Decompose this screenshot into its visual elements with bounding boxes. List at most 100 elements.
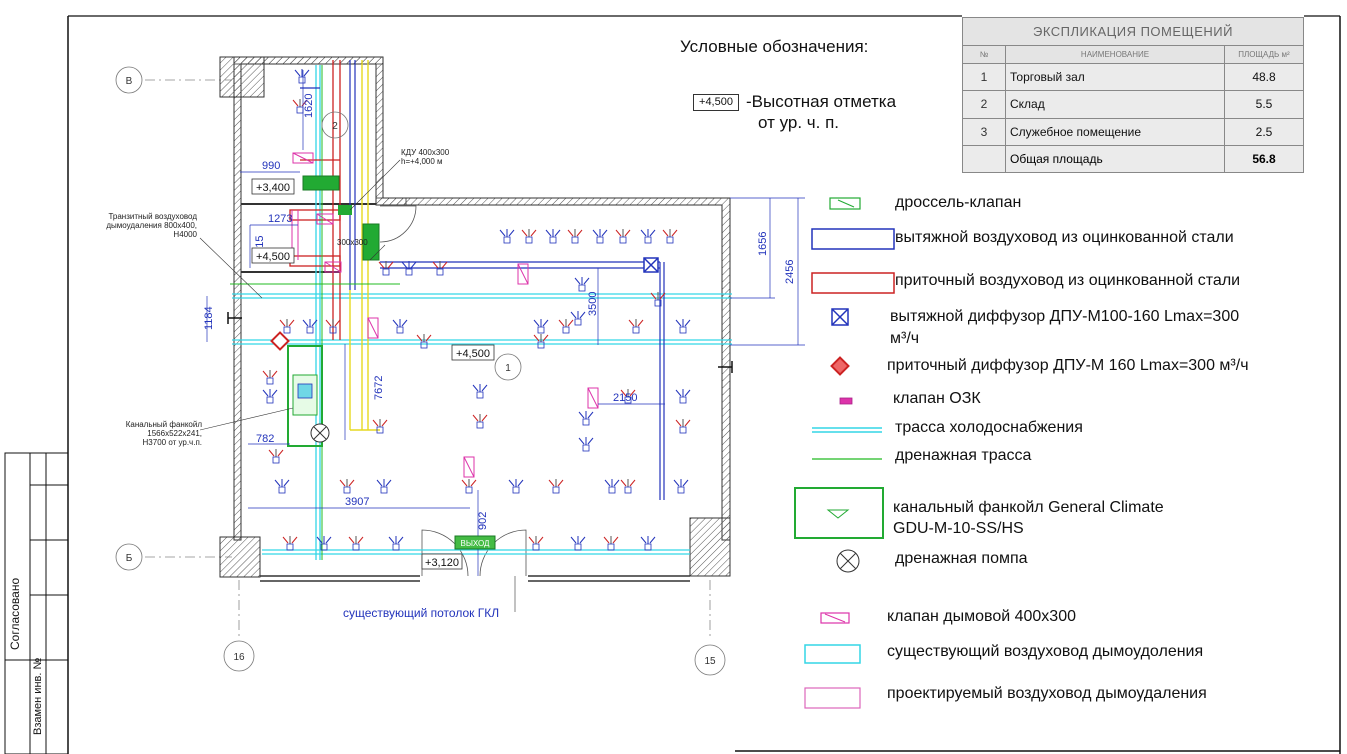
supply-diffuser-room: [270, 331, 290, 351]
table-row: 2 Склад 5.5: [962, 90, 1304, 119]
duct-size-note: 300х300: [337, 238, 368, 247]
designed-smoke-duct-symbol: [804, 687, 861, 709]
supply-diffuser-symbol: [830, 356, 850, 376]
stamp-label-approved: Согласовано: [8, 578, 22, 650]
fancoil-unit: [287, 345, 330, 447]
svg-text:+3,120: +3,120: [425, 557, 459, 569]
svg-text:1656: 1656: [757, 232, 769, 256]
svg-text:902: 902: [477, 512, 489, 530]
fancoil-note-2: 1566х522х241,: [147, 429, 202, 438]
table-row: 3 Служебное помещение 2.5: [962, 117, 1304, 146]
legend-label-supply-diffuser: приточный диффузор ДПУ-М 160 Lmax=300 м³…: [887, 357, 1249, 374]
fancoil-note-1: Канальный фанкойл: [126, 420, 203, 429]
supply-ducts: [289, 60, 341, 340]
legend-label-exhaust-duct: вытяжной воздуховод из оцинкованной стал…: [895, 229, 1234, 246]
legend-label-exhaust-diffuser: вытяжной диффузор ДПУ-М100-160 Lmax=300: [890, 308, 1240, 325]
cooling-line-symbol: [812, 427, 882, 433]
svg-text:2456: 2456: [784, 260, 796, 284]
legend-label-drain-pump: дренажная помпа: [895, 550, 1028, 567]
legend-label-drain-line: дренажная трасса: [895, 447, 1032, 464]
walls: [219, 56, 731, 582]
elevation-mark-4: +3,120: [421, 553, 463, 570]
legend-label-exhaust-diffuser-unit: м³/ч: [890, 330, 920, 347]
drain-pump-symbol: [836, 549, 860, 573]
svg-text:3500: 3500: [587, 292, 599, 316]
side-stamp: Согласовано Взамен инв. №: [4, 452, 69, 754]
svg-text:ВЫХОД: ВЫХОД: [461, 539, 491, 548]
svg-text:1184: 1184: [203, 306, 215, 330]
transit-note-2: дымоудаления 800х400,: [106, 221, 197, 230]
ceiling-note: существующий потолок ГКЛ: [343, 606, 499, 620]
legend-label-throttle: дроссель-клапан: [895, 194, 1022, 211]
table-row: 1 Торговый зал 48.8: [962, 63, 1304, 92]
svg-text:782: 782: [256, 433, 274, 445]
drain-line: [230, 65, 400, 560]
legend-label-ozk-valve: клапан ОЗК: [893, 390, 981, 407]
legend-label-designed-smoke-duct: проектируемый воздуховод дымоудаления: [887, 685, 1207, 702]
leader-lines: [199, 159, 516, 612]
elevation-mark-3: +4,500: [451, 344, 495, 361]
svg-text:15: 15: [704, 656, 716, 667]
exhaust-ducts: [300, 60, 665, 500]
svg-text:+4,500: +4,500: [256, 251, 290, 263]
legend-label-fancoil: канальный фанкойл General Climate: [893, 499, 1164, 516]
room-number-2: 2: [321, 111, 349, 139]
legend-label-existing-smoke-duct: существующий воздуховод дымоудоления: [887, 643, 1204, 660]
svg-text:1: 1: [505, 363, 511, 374]
axis-marker-right: 15: [694, 644, 726, 676]
dimension-texts: 990 1620 1273 1515 1184 782 3907 902 767…: [203, 94, 796, 530]
col-header-num: №: [962, 45, 1006, 65]
elevation-mark-1: +3,400: [251, 178, 295, 195]
section-marks: [227, 312, 733, 373]
svg-text:2: 2: [332, 121, 338, 132]
exhaust-diffuser-symbol: [831, 308, 849, 326]
transit-note-3: Н4000: [173, 230, 197, 239]
room-explication-table: ЭКСПЛИКАЦИЯ ПОМЕЩЕНИЙ № НАИМЕНОВАНИЕ ПЛО…: [962, 16, 1304, 174]
table-total-row: Общая площадь 56.8: [962, 144, 1304, 174]
ozk-valve-symbol: [839, 397, 853, 405]
room-number-1: 1: [494, 353, 522, 381]
elevation-sample: +4,500: [693, 94, 739, 111]
svg-text:Б: Б: [126, 553, 133, 564]
col-header-area: ПЛОЩАДЬ м²: [1224, 45, 1304, 65]
elevation-mark-2: +4,500: [251, 247, 295, 264]
supply-duct-symbol: [811, 272, 895, 294]
svg-text:3907: 3907: [345, 496, 369, 508]
svg-text:В: В: [126, 76, 133, 87]
svg-text:7672: 7672: [373, 376, 385, 400]
explication-title: ЭКСПЛИКАЦИЯ ПОМЕЩЕНИЙ: [962, 16, 1304, 47]
kdu-note-1: КДУ 400х300: [401, 148, 450, 157]
existing-smoke-duct-symbol: [804, 644, 861, 664]
throttle-symbol: [829, 197, 861, 210]
svg-text:1620: 1620: [303, 94, 315, 118]
diffuser-markers: [262, 68, 691, 551]
svg-text:2150: 2150: [613, 392, 637, 404]
fancoil-note-3: Н3700 от ур.ч.п.: [143, 438, 202, 447]
col-header-name: НАИМЕНОВАНИЕ: [1005, 45, 1225, 65]
axis-marker-top: В: [115, 66, 143, 94]
transit-note-1: Транзитный воздуховод: [108, 212, 197, 221]
smoke-valve-symbol: [820, 612, 850, 624]
stamp-label-replace: Взамен инв. №: [32, 658, 44, 735]
axis-marker-bottom: Б: [115, 543, 143, 571]
exit-sign: ВЫХОД: [454, 535, 496, 550]
exhaust-diffuser-room: [643, 257, 659, 273]
svg-text:+3,400: +3,400: [256, 182, 290, 194]
svg-text:+4,500: +4,500: [456, 348, 490, 360]
grid-axes: [145, 79, 711, 640]
svg-text:16: 16: [233, 652, 245, 663]
cooling-lines: [232, 65, 732, 560]
legend-label-cooling-line: трасса холодоснабжения: [895, 419, 1083, 436]
dimension-lines: [206, 70, 805, 576]
exhaust-duct-symbol: [811, 228, 895, 250]
kdu-note-2: h=+4,000 м: [401, 157, 443, 166]
smoke-valves: [292, 152, 599, 478]
svg-text:990: 990: [262, 160, 280, 172]
legend-title: Условные обозначения:: [680, 37, 869, 56]
svg-text:1273: 1273: [268, 213, 292, 225]
elevation-description: -Высотная отметка от ур. ч. п.: [746, 92, 897, 132]
legend-label-fancoil-model: GDU-M-10-SS/HS: [893, 520, 1024, 537]
legend-label-supply-duct: приточный воздуховод из оцинкованной ста…: [895, 272, 1241, 289]
legend-label-smoke-valve: клапан дымовой 400x300: [887, 608, 1076, 625]
